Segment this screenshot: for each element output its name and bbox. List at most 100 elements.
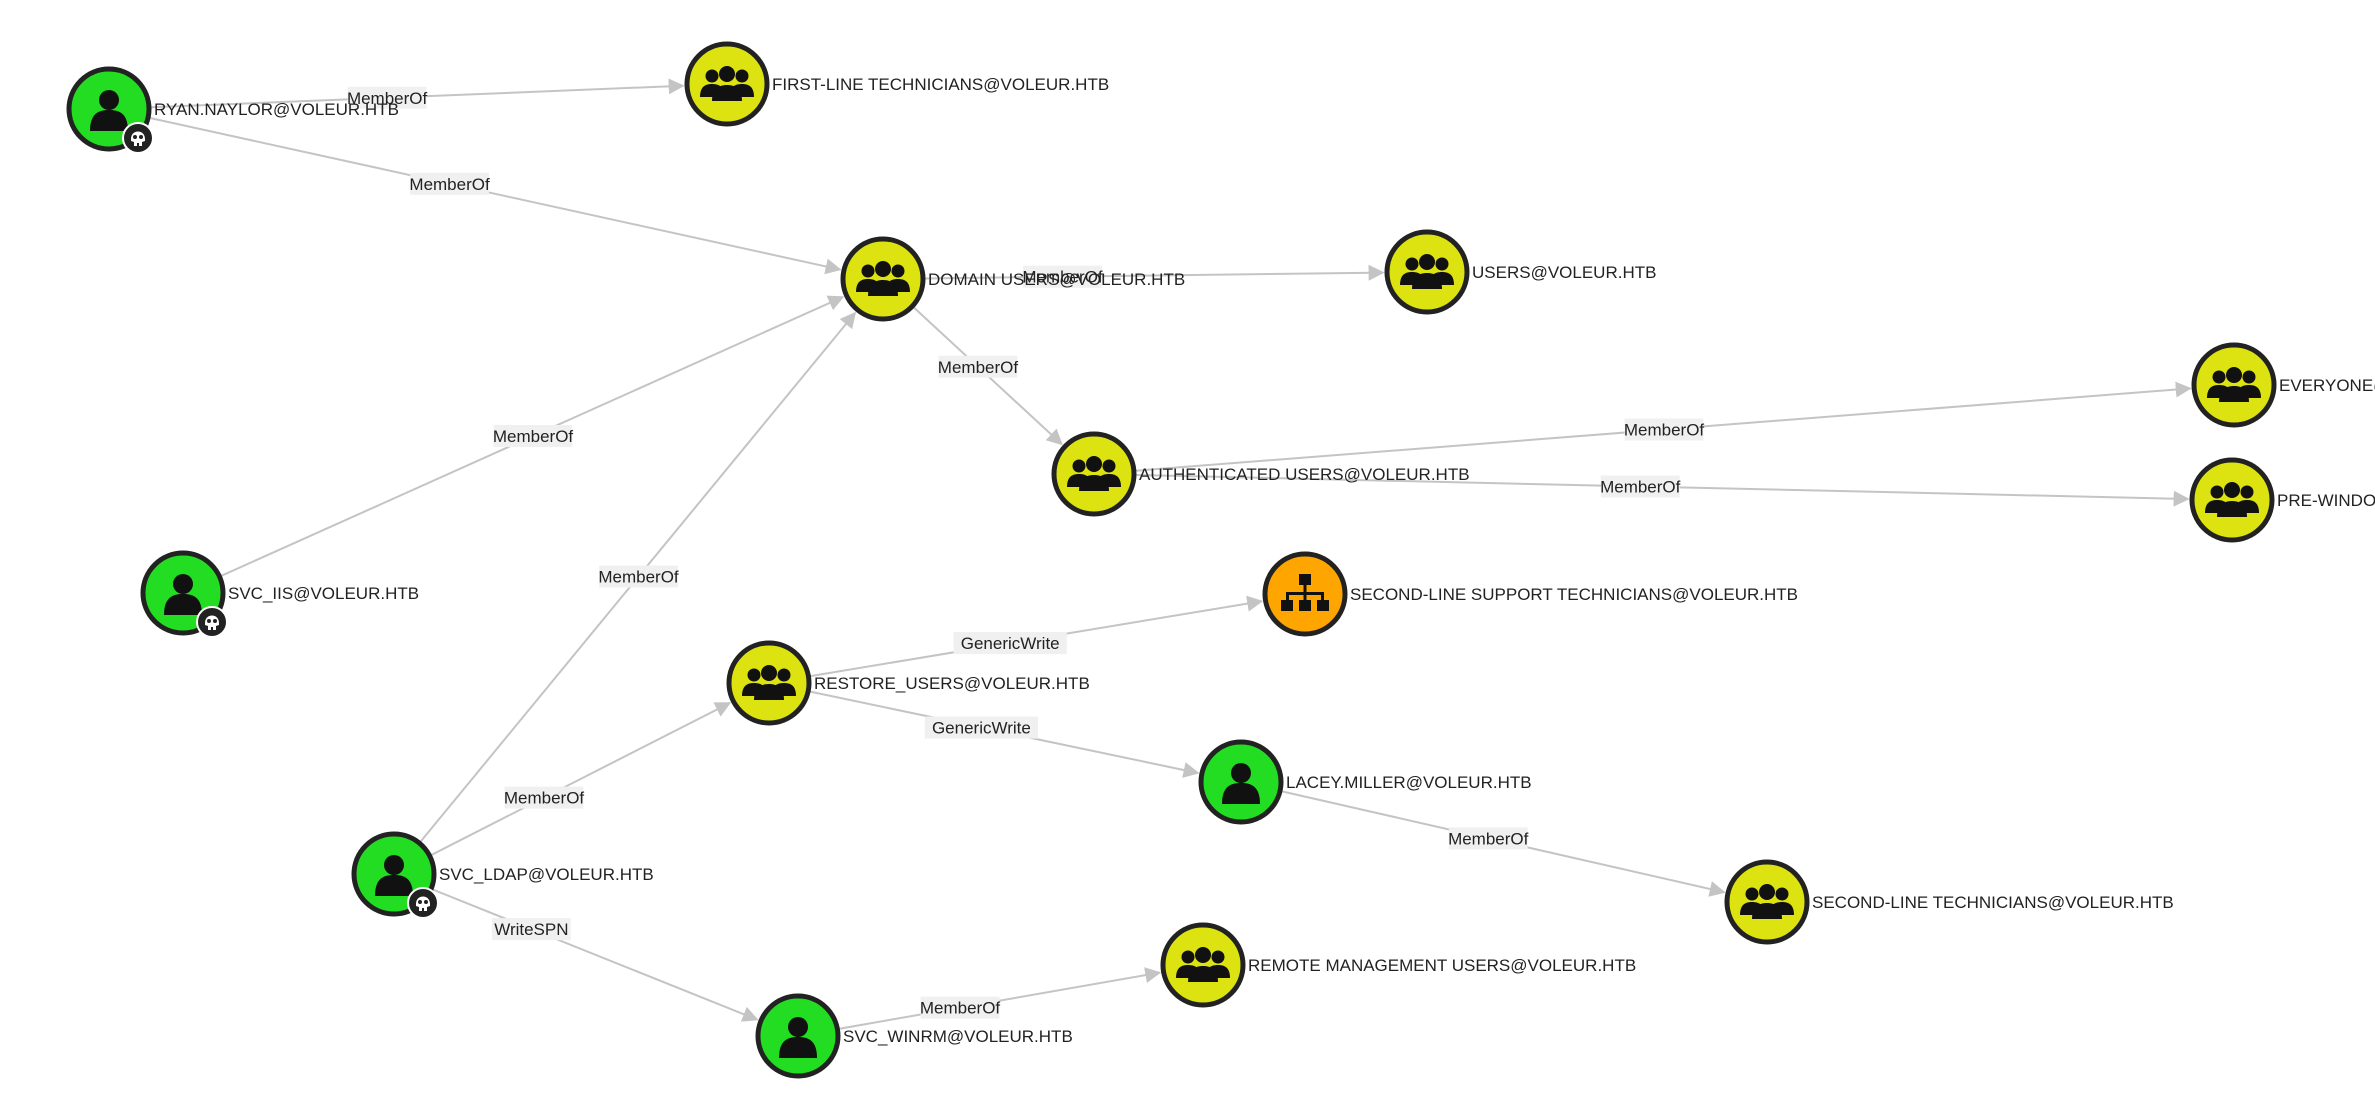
edge-label-background bbox=[491, 918, 571, 941]
edge-label: MemberOf bbox=[1624, 421, 1705, 440]
edge-label: MemberOf bbox=[598, 568, 679, 587]
group-icon bbox=[1740, 884, 1794, 919]
node-label: FIRST-LINE TECHNICIANS@VOLEUR.HTB bbox=[772, 75, 1109, 94]
edge-label: MemberOf bbox=[1600, 477, 1681, 496]
edge-label-background bbox=[938, 355, 1018, 378]
edge-restore-to-lacey[interactable]: GenericWrite bbox=[809, 690, 1200, 778]
group-icon bbox=[1176, 947, 1230, 982]
edge-label: MemberOf bbox=[504, 789, 585, 808]
edge-label-background bbox=[920, 996, 1000, 1019]
edge-svciis-to-domusers[interactable]: MemberOf bbox=[220, 295, 845, 577]
owned-skull-icon bbox=[122, 122, 154, 154]
node-restore-users-voleur-htb[interactable]: RESTORE_USERS@VOLEUR.HTB bbox=[726, 640, 1090, 726]
edge-label: MemberOf bbox=[1022, 268, 1103, 287]
edge-line[interactable] bbox=[924, 264, 1385, 281]
node-circle[interactable] bbox=[1724, 859, 1810, 945]
node-label: RESTORE_USERS@VOLEUR.HTB bbox=[814, 674, 1090, 693]
group-icon bbox=[2205, 482, 2259, 517]
node-first-line-technicians-voleur-htb[interactable]: FIRST-LINE TECHNICIANS@VOLEUR.HTB bbox=[684, 41, 1109, 127]
node-svc-ldap-voleur-htb[interactable]: SVC_LDAP@VOLEUR.HTB bbox=[351, 831, 654, 919]
node-label: AUTHENTICATED USERS@VOLEUR.HTB bbox=[1139, 465, 1470, 484]
edge-domusers-to-authusers[interactable]: MemberOf bbox=[913, 306, 1063, 446]
group-icon bbox=[1067, 456, 1121, 491]
node-circle[interactable] bbox=[1051, 431, 1137, 517]
node-label: REMOTE MANAGEMENT USERS@VOLEUR.HTB bbox=[1248, 956, 1636, 975]
node-label: DOMAIN USERS@VOLEUR.HTB bbox=[928, 270, 1185, 289]
node-label: SECOND-LINE TECHNICIANS@VOLEUR.HTB bbox=[1812, 893, 2174, 912]
user-icon bbox=[164, 574, 202, 615]
node-label: SECOND-LINE SUPPORT TECHNICIANS@VOLEUR.H… bbox=[1350, 585, 1798, 604]
node-users-voleur-htb[interactable]: USERS@VOLEUR.HTB bbox=[1384, 229, 1656, 315]
node-svc-winrm-voleur-htb[interactable]: SVC_WINRM@VOLEUR.HTB bbox=[755, 993, 1073, 1079]
edge-label: MemberOf bbox=[493, 427, 574, 446]
edge-line[interactable] bbox=[432, 888, 759, 1022]
node-circle[interactable] bbox=[726, 640, 812, 726]
user-icon bbox=[779, 1017, 817, 1058]
node-second-line-technicians-voleur-htb[interactable]: SECOND-LINE TECHNICIANS@VOLEUR.HTB bbox=[1724, 859, 2174, 945]
edge-label-background bbox=[953, 631, 1067, 654]
edge-label: MemberOf bbox=[409, 175, 490, 194]
edge-restore-to-secondsup[interactable]: GenericWrite bbox=[810, 595, 1264, 678]
edge-label-background bbox=[347, 86, 427, 109]
nodes-layer: RYAN.NAYLOR@VOLEUR.HTB FIRST-LINE TECHNIC… bbox=[66, 41, 2375, 1079]
edge-svcldap-to-restore[interactable]: MemberOf bbox=[430, 702, 732, 856]
edge-lacey-to-secondtech[interactable]: MemberOf bbox=[1281, 790, 1726, 897]
group-icon bbox=[742, 665, 796, 700]
node-circle[interactable] bbox=[1160, 922, 1246, 1008]
edge-label: WriteSPN bbox=[494, 920, 568, 939]
node-label: SVC_LDAP@VOLEUR.HTB bbox=[439, 865, 654, 884]
edge-label-background bbox=[493, 425, 573, 447]
edge-label-background bbox=[1624, 418, 1704, 441]
edge-domusers-to-users[interactable]: MemberOf bbox=[924, 264, 1385, 288]
node-label: RYAN.NAYLOR@VOLEUR.HTB bbox=[154, 100, 399, 119]
node-everyone[interactable]: EVERYONE@ bbox=[2191, 342, 2375, 428]
edge-label-background bbox=[410, 172, 489, 195]
edge-label: MemberOf bbox=[347, 89, 428, 108]
node-label: SVC_IIS@VOLEUR.HTB bbox=[228, 584, 419, 603]
edge-authusers-to-prewin[interactable]: MemberOf bbox=[1135, 473, 2190, 507]
node-svc-iis-voleur-htb[interactable]: SVC_IIS@VOLEUR.HTB bbox=[140, 550, 419, 638]
edge-svcldap-to-domusers[interactable]: MemberOf bbox=[419, 311, 857, 843]
group-icon bbox=[1400, 254, 1454, 289]
node-lacey-miller-voleur-htb[interactable]: LACEY.MILLER@VOLEUR.HTB bbox=[1198, 739, 1532, 825]
edge-svcldap-to-svcwinrm[interactable]: WriteSPN bbox=[432, 888, 759, 1022]
edge-label: MemberOf bbox=[938, 358, 1019, 377]
node-label: EVERYONE@ bbox=[2279, 376, 2375, 395]
edges-layer: MemberOfMemberOfMemberOfMemberOfMemberOf… bbox=[149, 78, 2192, 1030]
node-label: SVC_WINRM@VOLEUR.HTB bbox=[843, 1027, 1073, 1046]
node-authenticated-users-voleur-htb[interactable]: AUTHENTICATED USERS@VOLEUR.HTB bbox=[1051, 431, 1470, 517]
owned-skull-icon bbox=[407, 887, 439, 919]
node-circle[interactable] bbox=[684, 41, 770, 127]
edge-line[interactable] bbox=[430, 702, 732, 856]
edge-line[interactable] bbox=[149, 117, 842, 275]
user-icon bbox=[90, 90, 128, 131]
node-circle[interactable] bbox=[840, 236, 926, 322]
edge-line[interactable] bbox=[839, 967, 1162, 1030]
node-label: PRE-WINDO bbox=[2277, 491, 2375, 510]
edge-label: GenericWrite bbox=[932, 719, 1031, 738]
node-circle[interactable] bbox=[1384, 229, 1470, 315]
edge-label-background bbox=[1023, 265, 1102, 288]
edge-label-background bbox=[1600, 475, 1680, 498]
edge-label-background bbox=[1448, 827, 1528, 850]
node-ryan-naylor-voleur-htb[interactable]: RYAN.NAYLOR@VOLEUR.HTB bbox=[66, 66, 399, 154]
owned-skull-icon bbox=[196, 606, 228, 638]
node-domain-users-voleur-htb[interactable]: DOMAIN USERS@VOLEUR.HTB bbox=[840, 236, 1185, 322]
node-remote-management-users-voleur-htb[interactable]: REMOTE MANAGEMENT USERS@VOLEUR.HTB bbox=[1160, 922, 1636, 1008]
edge-ryan-to-domusers[interactable]: MemberOf bbox=[149, 117, 842, 275]
edge-label-background bbox=[504, 786, 584, 809]
edge-label-background bbox=[924, 716, 1038, 739]
node-circle[interactable] bbox=[2189, 457, 2275, 543]
edge-label: MemberOf bbox=[920, 999, 1001, 1018]
node-second-line-support-technicians-voleur-htb[interactable]: SECOND-LINE SUPPORT TECHNICIANS@VOLEUR.H… bbox=[1262, 551, 1798, 637]
user-icon bbox=[375, 855, 413, 896]
ou-icon bbox=[1281, 574, 1329, 611]
node-circle[interactable] bbox=[2191, 342, 2277, 428]
group-icon bbox=[700, 66, 754, 101]
edge-authusers-to-everyone[interactable]: MemberOf bbox=[1135, 381, 2192, 472]
edge-ryan-to-firstline[interactable]: MemberOf bbox=[150, 78, 685, 109]
node-pre-windo[interactable]: PRE-WINDO bbox=[2189, 457, 2375, 543]
edge-label-background bbox=[599, 565, 678, 588]
edge-svcwinrm-to-remote[interactable]: MemberOf bbox=[839, 967, 1162, 1030]
